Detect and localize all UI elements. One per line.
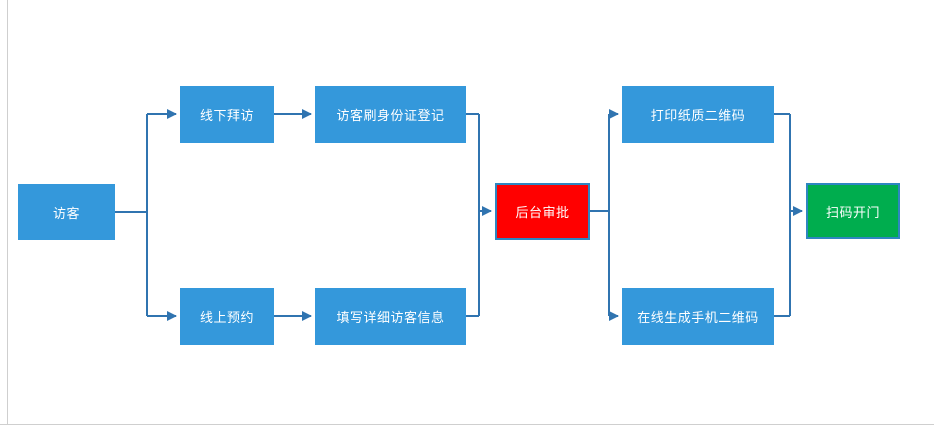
node-id-card-register: 访客刷身份证登记 [315,86,466,143]
page-frame-left-line [7,0,8,425]
node-backend-approval-label: 后台审批 [515,205,570,220]
node-online-phone-qrcode-label: 在线生成手机二维码 [637,310,759,325]
node-scan-to-open-door: 扫码开门 [806,183,900,239]
node-online-booking-label: 线上预约 [199,310,254,325]
node-offline-visit-label: 线下拜访 [199,108,254,123]
node-fill-visitor-info-label: 填写详细访客信息 [336,310,445,325]
node-fill-visitor-info: 填写详细访客信息 [315,288,466,345]
node-visitor: 访客 [18,184,115,240]
node-print-paper-qrcode-label: 打印纸质二维码 [650,108,746,123]
node-offline-visit: 线下拜访 [180,86,274,143]
node-visitor-label: 访客 [52,205,80,221]
node-print-paper-qrcode: 打印纸质二维码 [622,86,774,143]
node-backend-approval: 后台审批 [495,183,590,240]
node-id-card-register-label: 访客刷身份证登记 [336,108,445,123]
page-frame-bottom-line [0,424,934,425]
node-scan-to-open-door-label: 扫码开门 [825,204,880,220]
node-online-booking: 线上预约 [180,288,274,345]
node-online-phone-qrcode: 在线生成手机二维码 [622,288,774,345]
